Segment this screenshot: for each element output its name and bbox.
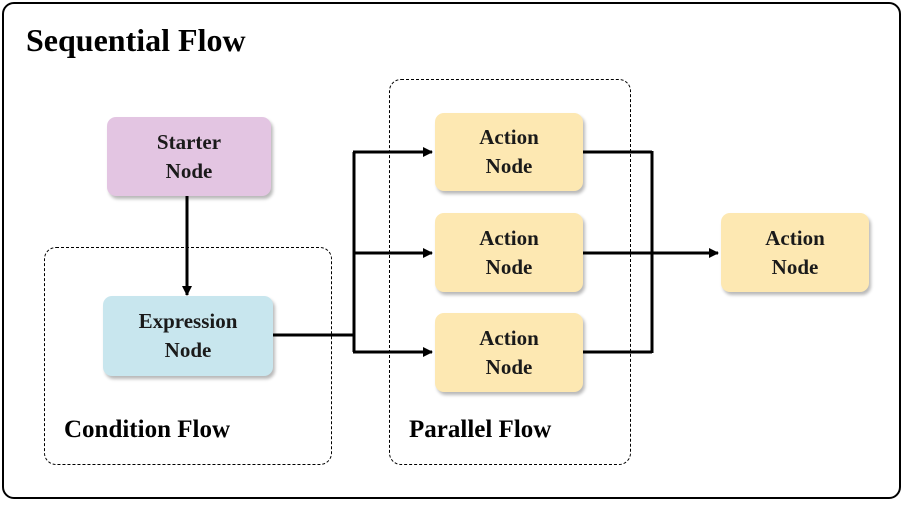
action-node-2-line-2: Node [485, 254, 533, 279]
expression-node-line-2: Node [164, 338, 212, 362]
expression-node-line-1: Expression [138, 309, 238, 333]
diagram-title: Sequential Flow [26, 22, 246, 58]
action-node-3-line-1: Action [479, 325, 539, 350]
action-node-final-line-2: Node [771, 254, 819, 279]
parallel-flow-group [389, 79, 631, 465]
starter-node-line-1: Starter [156, 129, 222, 154]
parallel-flow-label: Parallel Flow [409, 416, 552, 443]
action-node-final-line-1: Action [765, 225, 825, 250]
action-node-1-line-1: Action [479, 125, 539, 149]
starter-node-line-2: Node [165, 158, 213, 183]
action-node-3-line-2: Node [485, 354, 533, 379]
condition-flow-label: Condition Flow [64, 416, 231, 443]
diagram-frame [2, 2, 901, 499]
action-node-2-line-1: Action [479, 225, 539, 250]
action-node-1-line-2: Node [485, 154, 533, 178]
